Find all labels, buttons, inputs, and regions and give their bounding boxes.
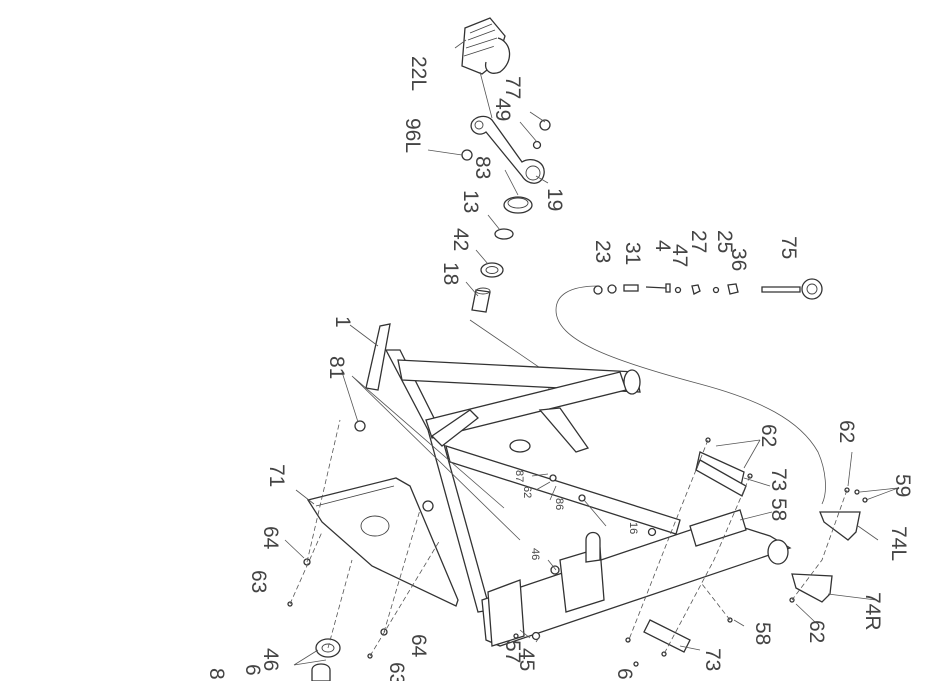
- leader-lines: [284, 111, 899, 666]
- main-frame: [365, 323, 792, 653]
- callout-25: 25: [713, 230, 736, 253]
- callout-27: 27: [687, 230, 710, 253]
- callout-62-top: 62: [757, 424, 780, 447]
- callout-8: 8: [205, 668, 228, 680]
- callout-59: 59: [891, 474, 914, 497]
- callout-62-right: 62: [835, 420, 858, 443]
- callout-63-bottom: 63: [385, 662, 408, 681]
- callout-47: 47: [668, 244, 691, 267]
- callout-86: 86: [553, 498, 565, 510]
- callout-13: 13: [459, 190, 482, 213]
- callout-46-left: 46: [259, 648, 282, 671]
- callout-96L: 96L: [401, 118, 424, 153]
- callout-62-center: 62: [521, 486, 533, 498]
- callout-62-bottom-right: 62: [805, 620, 828, 643]
- callout-45: 45: [515, 648, 538, 671]
- callout-31: 31: [621, 242, 644, 265]
- callout-73-bottom: 73: [701, 648, 724, 671]
- stabilizer-feet: [695, 459, 861, 603]
- callout-81: 81: [325, 356, 348, 379]
- callout-75: 75: [777, 236, 800, 259]
- callout-63-left: 63: [247, 570, 270, 593]
- callout-87: 87: [513, 470, 525, 482]
- callout-73-top: 73: [767, 468, 790, 491]
- callout-64-bottom: 64: [407, 634, 430, 658]
- callout-58-top: 58: [767, 498, 790, 521]
- callout-22L: 22L: [407, 56, 430, 91]
- callout-71: 71: [265, 464, 288, 487]
- callout-74R: 74R: [861, 592, 884, 631]
- callout-19: 19: [543, 188, 566, 211]
- callout-6-left: 6: [241, 664, 264, 676]
- callout-4: 4: [651, 240, 674, 252]
- callout-23: 23: [591, 240, 614, 263]
- callout-74L: 74L: [887, 526, 910, 561]
- callout-labels: 22L 77 49 96L 83 19 13 42 18 23 31 4 47 …: [205, 56, 914, 681]
- knob-bolt-assembly: [555, 278, 826, 505]
- callout-46-center: 46: [529, 548, 541, 560]
- callout-16: 16: [627, 522, 639, 534]
- callout-58-bottom: 58: [751, 622, 774, 645]
- callout-49: 49: [491, 98, 514, 121]
- callout-57: 57: [501, 640, 524, 663]
- callout-77: 77: [501, 76, 524, 99]
- pedal-crank-assembly: [454, 17, 553, 401]
- callout-64-left: 64: [259, 526, 282, 550]
- callout-1: 1: [331, 316, 354, 328]
- callout-6-bottom: 6: [613, 668, 636, 680]
- callout-36: 36: [727, 248, 750, 271]
- shroud-panel-assembly: [306, 420, 459, 681]
- callout-83: 83: [471, 156, 494, 179]
- callout-42: 42: [449, 228, 472, 251]
- callout-18: 18: [439, 262, 462, 285]
